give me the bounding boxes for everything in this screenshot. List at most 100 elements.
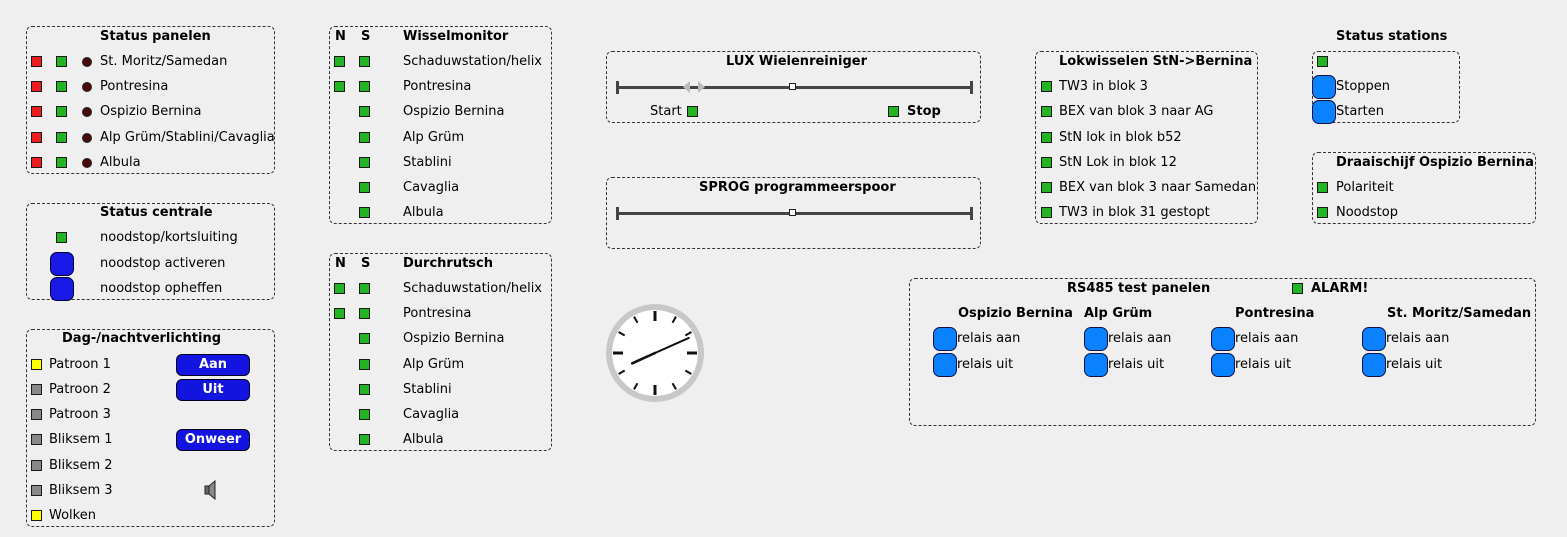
clock-minute-hand: [654, 336, 690, 354]
patroon-1-indicator[interactable]: [31, 359, 42, 370]
wissel-n-indicator: [334, 56, 345, 67]
wisselmonitor-n-header: N: [335, 29, 346, 44]
lokwissel-indicator: [1041, 157, 1052, 168]
panel-red-indicator: [31, 157, 42, 168]
bliksem-2-indicator[interactable]: [31, 460, 42, 471]
stoppen-button[interactable]: [1312, 75, 1336, 99]
lokwissel-label: StN Lok in blok 12: [1059, 155, 1177, 170]
noodstop-activeren-button[interactable]: [50, 252, 74, 276]
alp-grum-relais-uit-button[interactable]: [1084, 353, 1108, 377]
lux-slider-knob[interactable]: [789, 83, 796, 90]
panel-red-indicator: [31, 56, 42, 67]
wissel-label: Alp Grüm: [403, 130, 465, 145]
lux-slider[interactable]: [616, 81, 973, 94]
rs485-panel: [909, 278, 1536, 426]
st-moritz-relais-aan-button[interactable]: [1362, 327, 1386, 351]
ospizio-relais-uit-button[interactable]: [933, 353, 957, 377]
st-moritz-relais-uit-button[interactable]: [1362, 353, 1386, 377]
relais-aan-label: relais aan: [957, 331, 1021, 346]
starten-button[interactable]: [1312, 100, 1336, 124]
durchrutsch-n-indicator: [334, 283, 345, 294]
lokwissel-label: BEX van blok 3 naar Samedan: [1059, 180, 1257, 195]
polariteit-indicator: [1317, 182, 1328, 193]
lux-start-label: Start: [650, 104, 682, 119]
wolken-indicator[interactable]: [31, 510, 42, 521]
panel-green-indicator: [56, 132, 67, 143]
patroon-3-indicator[interactable]: [31, 409, 42, 420]
durchrutsch-label: Cavaglia: [403, 407, 460, 422]
durchrutsch-label: Ospizio Bernina: [403, 331, 505, 346]
wisselmonitor-title: Wisselmonitor: [403, 29, 509, 44]
lokwissel-indicator: [1041, 182, 1052, 193]
lokwissel-label: StN lok in blok b52: [1059, 130, 1182, 145]
durchrutsch-label: Albula: [403, 432, 444, 447]
status-centrale-title: Status centrale: [100, 205, 213, 220]
sprog-title: SPROG programmeerspoor: [699, 180, 896, 195]
clock-tick: [633, 316, 639, 324]
lokwissel-label: BEX van blok 3 naar AG: [1059, 104, 1214, 119]
ospizio-relais-aan-button[interactable]: [933, 327, 957, 351]
wissel-s-indicator: [359, 157, 370, 168]
alp-grum-relais-aan-button[interactable]: [1084, 327, 1108, 351]
noodstop-opheffen-button[interactable]: [50, 277, 74, 301]
panel-dot-indicator: [82, 57, 92, 67]
panel-green-indicator: [56, 106, 67, 117]
dag-nacht-panel: [26, 329, 275, 527]
rs485-group-title: Alp Grüm: [1084, 306, 1153, 321]
durchrutsch-n-indicator: [334, 308, 345, 319]
dag-nacht-label: Patroon 1: [49, 357, 111, 372]
lokwisselen-title: Lokwisselen StN->Bernina: [1059, 54, 1253, 69]
stoppen-label: Stoppen: [1336, 79, 1391, 94]
starten-label: Starten: [1336, 104, 1384, 119]
pontresina-relais-uit-button[interactable]: [1211, 353, 1235, 377]
panel-label: St. Moritz/Samedan: [100, 54, 228, 69]
pontresina-relais-aan-button[interactable]: [1211, 327, 1235, 351]
clock: [606, 304, 704, 402]
speaker-icon[interactable]: [204, 480, 218, 500]
durchrutsch-panel: [329, 253, 552, 451]
durchrutsch-s-indicator: [359, 434, 370, 445]
lux-start-button[interactable]: [687, 106, 698, 117]
lokwissel-indicator: [1041, 207, 1052, 218]
polariteit-label: Polariteit: [1336, 180, 1394, 195]
lokwissel-indicator: [1041, 132, 1052, 143]
noodstop-activeren-label: noodstop activeren: [100, 256, 226, 271]
panel-label: Ospizio Bernina: [100, 104, 202, 119]
draaischijf-panel: [1312, 152, 1536, 224]
dag-nacht-title: Dag-/nachtverlichting: [62, 331, 222, 346]
lux-panel: [606, 51, 981, 123]
panel-red-indicator: [31, 106, 42, 117]
patroon-2-indicator[interactable]: [31, 384, 42, 395]
sprog-slider-knob[interactable]: [789, 209, 796, 216]
durchrutsch-label: Stablini: [403, 382, 452, 397]
wissel-label: Ospizio Bernina: [403, 104, 505, 119]
lux-title: LUX Wielenreiniger: [726, 54, 867, 69]
wissel-label: Stablini: [403, 155, 452, 170]
lokwissel-indicator: [1041, 106, 1052, 117]
durchrutsch-s-indicator: [359, 333, 370, 344]
wissel-n-indicator: [334, 81, 345, 92]
alarm-indicator: [1292, 283, 1303, 294]
dag-nacht-label: Wolken: [49, 508, 96, 523]
clock-tick: [671, 382, 677, 390]
wissel-s-indicator: [359, 106, 370, 117]
durchrutsch-s-indicator: [359, 308, 370, 319]
wissel-s-indicator: [359, 182, 370, 193]
dag-nacht-label: Bliksem 2: [49, 458, 113, 473]
wisselmonitor-panel: [329, 26, 552, 224]
lux-stop-button[interactable]: [888, 106, 899, 117]
sprog-slider[interactable]: [616, 207, 973, 220]
wissel-label: Albula: [403, 205, 444, 220]
dag-nacht-label: Bliksem 1: [49, 432, 113, 447]
sprog-panel: [606, 177, 981, 249]
bliksem-3-indicator[interactable]: [31, 485, 42, 496]
clock-tick: [684, 331, 692, 337]
uit-button[interactable]: Uit: [176, 379, 250, 401]
lux-stop-label: Stop: [907, 104, 941, 119]
onweer-button[interactable]: Onweer: [176, 429, 250, 451]
durchrutsch-title: Durchrutsch: [403, 256, 493, 271]
bliksem-1-indicator[interactable]: [31, 434, 42, 445]
aan-button[interactable]: Aan: [176, 354, 250, 376]
lokwisselen-panel: [1035, 51, 1258, 224]
panel-red-indicator: [31, 81, 42, 92]
